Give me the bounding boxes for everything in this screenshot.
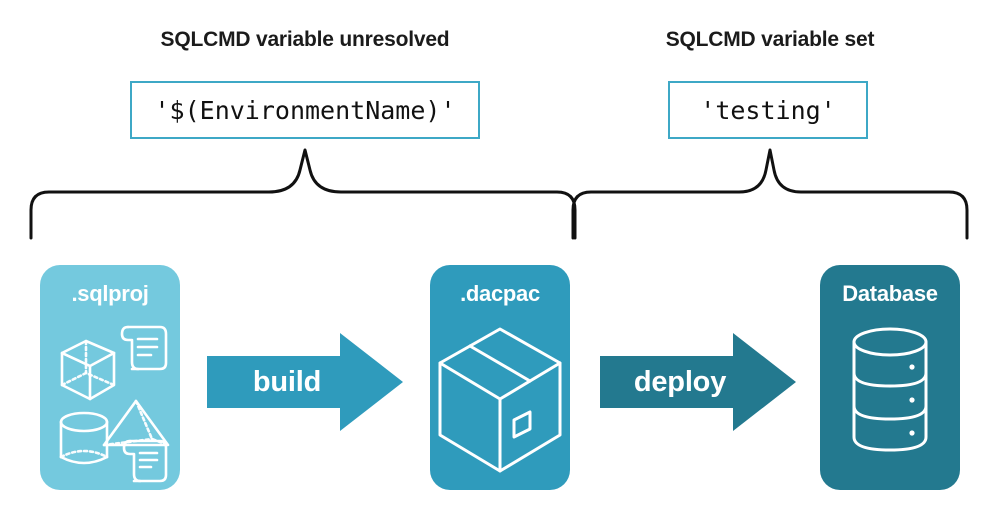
code-box-resolved-variable: 'testing' (668, 81, 868, 139)
stage-card-database[interactable]: Database (820, 265, 960, 490)
arrow-deploy: deploy (600, 333, 796, 431)
code-text-unresolved-variable: '$(EnvironmentName)' (154, 95, 456, 125)
package-box-icon (438, 327, 562, 473)
heading-sqlcmd-variable-unresolved: SQLCMD variable unresolved (160, 28, 450, 51)
stage-label-database: Database (842, 281, 938, 306)
arrow-build: build (207, 333, 403, 431)
arrow-right-shape-build-icon (207, 333, 403, 431)
code-box-unresolved-variable: '$(EnvironmentName)' (130, 81, 480, 139)
stage-label-sqlproj: .sqlproj (71, 281, 149, 306)
heading-sqlcmd-variable-set: SQLCMD variable set (665, 28, 875, 51)
project-objects-icon (59, 325, 170, 483)
stage-label-dacpac: .dacpac (460, 281, 540, 306)
curly-brace-left-icon (28, 148, 578, 245)
curly-brace-right-icon (570, 148, 970, 245)
arrow-right-shape-deploy-icon (600, 333, 796, 431)
stage-card-sqlproj[interactable]: .sqlproj (40, 265, 180, 490)
database-cylinder-icon (852, 327, 928, 452)
stage-card-dacpac[interactable]: .dacpac (430, 265, 570, 490)
code-text-resolved-variable: 'testing' (700, 95, 836, 125)
